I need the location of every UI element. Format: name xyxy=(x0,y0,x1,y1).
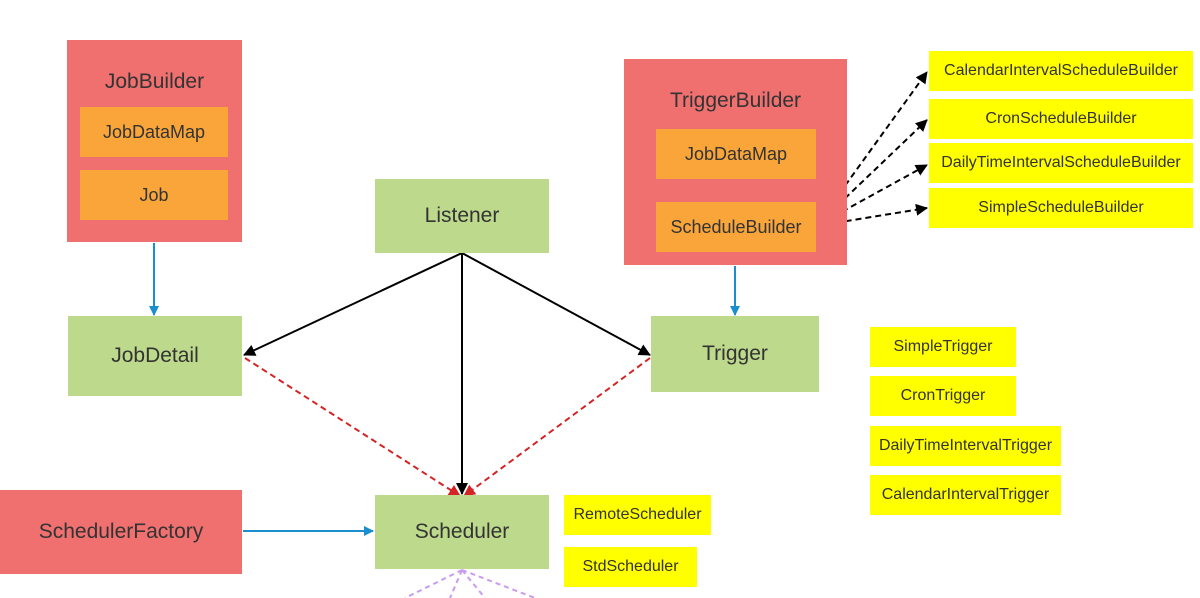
jobbuilder-jobdatamap: JobDataMap xyxy=(80,107,228,157)
daily-time-interval-schedule-builder: DailyTimeIntervalScheduleBuilder xyxy=(929,143,1193,183)
calendar-interval-schedule-builder: CalendarIntervalScheduleBuilder xyxy=(929,51,1193,91)
calendar-interval-trigger: CalendarIntervalTrigger xyxy=(870,475,1061,515)
simple-schedule-builder: SimpleScheduleBuilder xyxy=(929,188,1193,228)
remote-scheduler: RemoteScheduler xyxy=(564,495,711,535)
listener-to-trigger-arrow xyxy=(461,252,651,356)
scheduler-box: Scheduler xyxy=(375,495,549,569)
scheduler-down-dashed-3 xyxy=(461,569,486,598)
triggerbuilder-jobdatamap: JobDataMap xyxy=(656,129,816,179)
trigger-box: Trigger xyxy=(651,316,819,392)
cron-schedule-builder: CronScheduleBuilder xyxy=(929,99,1193,139)
schedulebuilder-to-simple-dashed xyxy=(815,203,928,227)
listener-box: Listener xyxy=(375,179,549,253)
trigger-to-scheduler-dashed xyxy=(463,357,651,497)
jobdetail-to-scheduler-dashed xyxy=(244,357,461,497)
jobbuilder-title: JobBuilder xyxy=(104,70,205,93)
daily-time-interval-trigger: DailyTimeIntervalTrigger xyxy=(870,426,1061,466)
std-scheduler: StdScheduler xyxy=(564,547,697,587)
jobdetail-box: JobDetail xyxy=(68,316,242,396)
simple-trigger: SimpleTrigger xyxy=(870,327,1016,367)
scheduler-down-dashed-1 xyxy=(404,569,463,598)
cron-trigger: CronTrigger xyxy=(870,376,1016,416)
jobbuilder-job: Job xyxy=(80,170,228,220)
triggerbuilder-schedulebuilder: ScheduleBuilder xyxy=(656,202,816,252)
triggerbuilder-title: TriggerBuilder xyxy=(669,89,802,112)
scheduler-down-dashed-4 xyxy=(461,569,536,598)
scheduler-factory-box: SchedulerFactory xyxy=(0,490,242,574)
listener-to-jobdetail-arrow xyxy=(243,252,463,356)
